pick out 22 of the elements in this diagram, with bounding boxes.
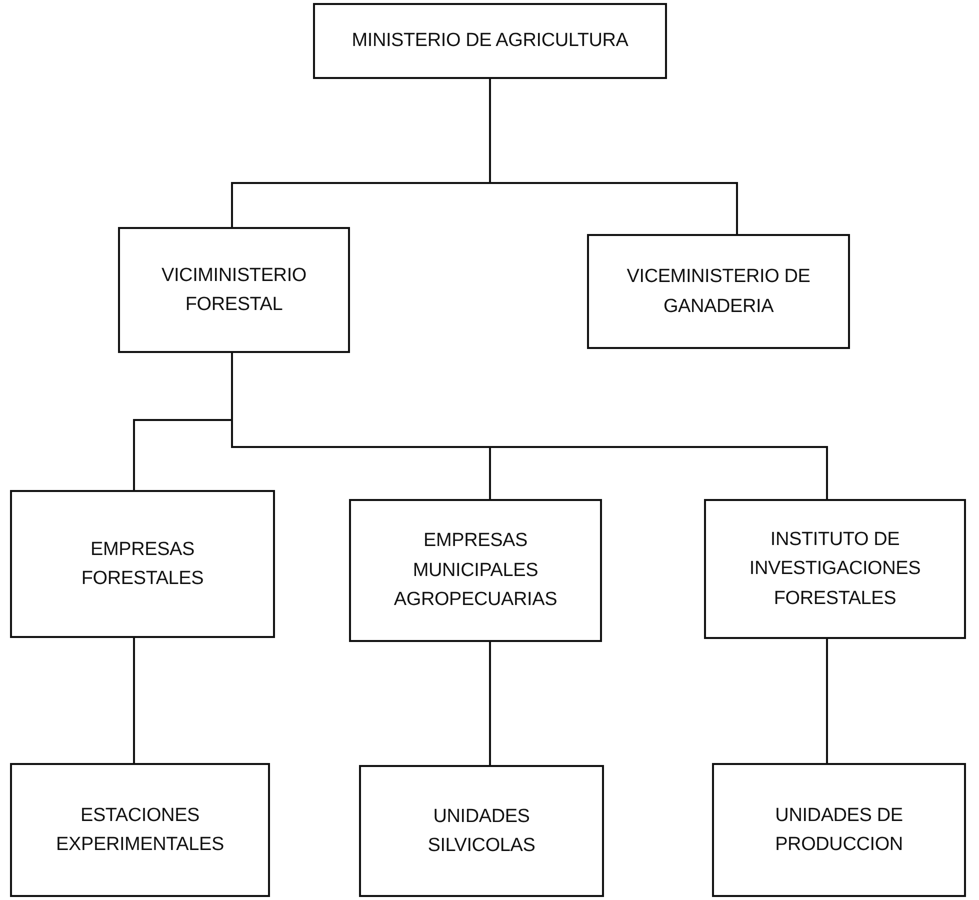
box-label: EMPRESAS MUNICIPALES AGROPECUARIAS [392,529,558,612]
org-box [359,765,604,897]
box-label: MINISTERIO DE AGRICULTURA [352,29,628,54]
box-label: EMPRESAS FORESTALES [80,538,205,591]
org-box [712,763,966,897]
connector-line [489,79,738,234]
connector-line [489,642,491,765]
org-box [118,227,350,353]
connector-line [133,638,135,763]
box-label: INSTITUTO DE INVESTIGACIONES FORESTALES [748,528,922,611]
org-box [313,3,667,79]
org-box [704,499,966,639]
box-label: VICIMINISTERIO FORESTAL [160,264,308,317]
org-box [10,763,270,897]
box-label: VICEMINISTERIO DE GANADERIA [626,265,812,318]
box-label: UNIDADES DE PRODUCCION [774,804,904,857]
org-box [349,499,602,642]
org-box [587,234,850,349]
org-box [10,490,275,638]
box-label: UNIDADES SILVICOLAS [426,804,536,858]
box-label: ESTACIONES EXPERIMENTALES [55,804,225,857]
connector-line [826,639,828,763]
